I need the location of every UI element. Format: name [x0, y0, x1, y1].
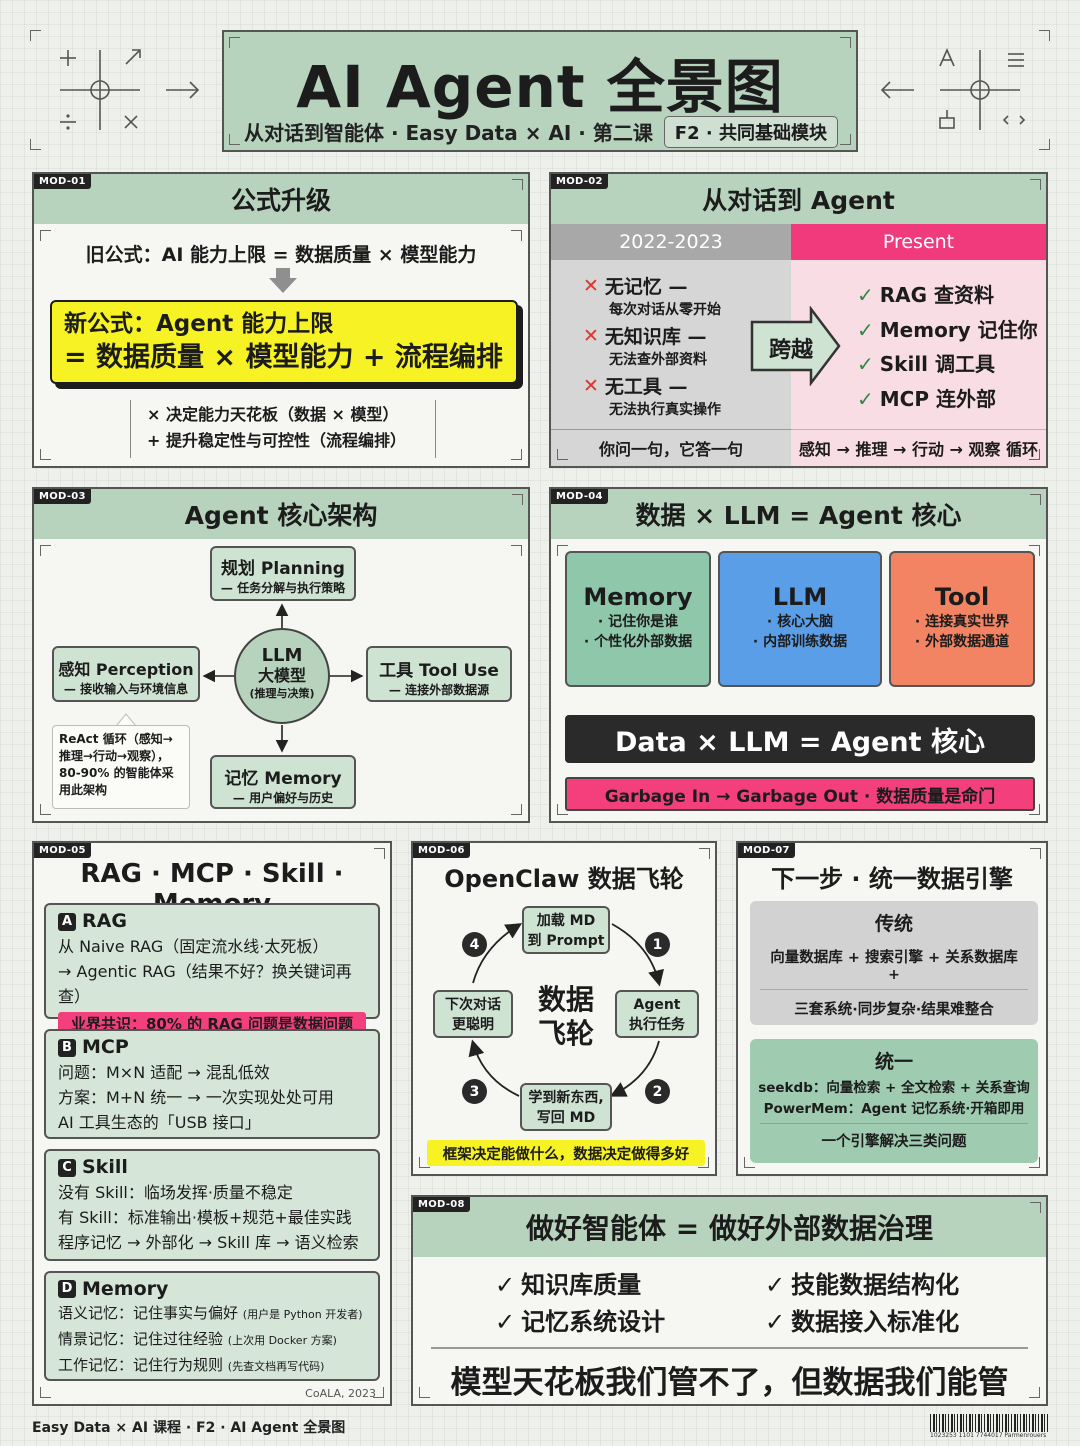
era-present-header: Present — [791, 224, 1046, 260]
mod07-panel: MOD-07 下一步 · 统一数据引擎 传统 向量数据库 + 搜索引擎 + 关系… — [736, 841, 1048, 1176]
barcode: 1023253 1101 7744017 Parmenrouers — [930, 1414, 1050, 1440]
mod06-title: OpenClaw 数据飞轮 — [444, 865, 684, 893]
memory-card: Memory · 记住你是谁 · 个性化外部数据 — [565, 551, 711, 687]
leap-label: 跨越 — [768, 338, 813, 363]
cross-icon: ✕ — [583, 324, 599, 347]
mod07-tag: MOD-07 — [738, 843, 795, 858]
step-number: 1 — [645, 932, 670, 957]
new-formula-line1: 新公式：Agent 能力上限 — [64, 311, 334, 337]
mod01-panel: 公式升级 MOD-01 旧公式：AI 能力上限 = 数据质量 × 模型能力 新公… — [32, 172, 530, 468]
traditional-box: 传统 向量数据库 + 搜索引擎 + 关系数据库 + 三套系统·同步复杂·结果难整… — [750, 901, 1038, 1025]
garbage-strip: Garbage In → Garbage Out · 数据质量是命门 — [565, 777, 1035, 811]
mod04-header: 数据 × LLM = Agent 核心 — [551, 489, 1046, 539]
check-icon: ✓ — [495, 1271, 516, 1299]
mod03-header: Agent 核心架构 — [34, 489, 528, 539]
check-icon: ✓ — [857, 352, 874, 376]
arrow-down-icon — [269, 268, 297, 293]
flywheel-note: 框架决定能做什么，数据决定做得多好 — [427, 1140, 705, 1166]
crosshair-icon — [60, 49, 200, 130]
mod06-tag: MOD-06 — [413, 843, 470, 858]
architecture-connectors — [202, 603, 364, 753]
past-item: ✕无工具 — 无法执行真实操作 — [583, 374, 721, 419]
past-item: ✕无知识库 — 无法查外部资料 — [583, 324, 707, 369]
step-number: 4 — [462, 932, 487, 957]
llm-card: LLM · 核心大脑 · 内部训练数据 — [718, 551, 882, 687]
mod02-panel: 从对话到 Agent MOD-02 2022-2023 ✕无记忆 — 每次对话从… — [549, 172, 1048, 468]
llm-core-node: LLM 大模型 (推理与决策) — [234, 628, 330, 724]
flywheel-center: 数据飞轮 — [537, 983, 594, 1050]
memory-node: 记忆 Memory — 用户偏好与历史 — [210, 755, 356, 809]
mod07-title: 下一步 · 统一数据引擎 — [771, 865, 1013, 893]
planning-node: 规划 Planning — 任务分解与执行策略 — [210, 546, 356, 601]
check-icon: ✓ — [857, 386, 874, 411]
check-icon: ✓ — [857, 283, 874, 307]
react-note: ReAct 循环（感知→推理→行动→观察），80-90% 的智能体采用此架构 — [52, 725, 190, 809]
page-subtitle: 从对话到智能体 · Easy Data × AI · 第二课 — [244, 121, 653, 145]
era-present-column: Present ✓RAG 查资料 ✓Memory 记住你 ✓Skill 调工具 … — [791, 224, 1046, 466]
footer-caption: Easy Data × AI 课程 · F2 · AI Agent 全景图 — [32, 1420, 346, 1436]
mod04-panel: 数据 × LLM = Agent 核心 MOD-04 Memory · 记住你是… — [549, 487, 1048, 823]
barcode-text: 1023253 1101 7744017 Parmenrouers — [930, 1432, 1047, 1439]
mod05-tag: MOD-05 — [34, 843, 91, 858]
check-icon: ✓ — [765, 1308, 786, 1336]
slogan: 模型天花板我们管不了，但数据我们能管 — [450, 1365, 1009, 1401]
old-formula: 旧公式：AI 能力上限 = 数据质量 × 模型能力 — [85, 244, 477, 266]
mod08-tag: MOD-08 — [413, 1197, 470, 1212]
step-number: 3 — [462, 1079, 487, 1104]
citation: CoALA, 2023 — [305, 1387, 376, 1400]
flywheel-writeback: 学到新东西,写回 MD — [520, 1083, 612, 1131]
mod02-header: 从对话到 Agent — [551, 174, 1046, 224]
unified-box: 统一 seekdb：向量检索 + 全文检索 + 关系查询 PowerMem：Ag… — [750, 1039, 1038, 1163]
mod01-header: 公式升级 — [34, 174, 528, 224]
step-number: 2 — [645, 1079, 670, 1104]
header-deco-left — [30, 30, 210, 150]
mod03-tag: MOD-03 — [34, 489, 91, 504]
module-badge: F2 · 共同基础模块 — [663, 116, 838, 148]
check-icon: ✓ — [765, 1271, 786, 1299]
core-banner: Data × LLM = Agent 核心 — [565, 715, 1035, 763]
mod08-header: 做好智能体 = 做好外部数据治理 — [413, 1197, 1046, 1257]
formula-notes: × 决定能力天花板（数据 × 模型） + 提升稳定性与可控性（流程编排） — [130, 400, 436, 458]
new-formula-box: 新公式：Agent 能力上限 = 数据质量 × 模型能力 + 流程编排 — [50, 300, 518, 384]
past-item: ✕无记忆 — 每次对话从零开始 — [583, 274, 721, 319]
check-icon: ✓ — [857, 317, 874, 342]
crosshair-icon — [880, 48, 1026, 130]
era-past-header: 2022-2023 — [551, 224, 791, 260]
tool-card: Tool · 连接真实世界 · 外部数据通道 — [889, 551, 1035, 687]
mod02-tag: MOD-02 — [551, 174, 608, 189]
mod01-tag: MOD-01 — [34, 174, 91, 189]
era-past-footer: 你问一句，它答一句 — [551, 429, 791, 465]
present-list: ✓RAG 查资料 ✓Memory 记住你 ✓Skill 调工具 ✓MCP 连外部 — [857, 278, 1038, 416]
formula-note-1: × 决定能力天花板（数据 × 模型） — [147, 405, 399, 424]
flywheel-smarter: 下次对话更聪明 — [433, 990, 513, 1038]
leap-arrow-icon — [750, 306, 841, 386]
mod08-panel: 做好智能体 = 做好外部数据治理 MOD-08 ✓知识库质量 ✓技能数据结构化 … — [411, 1195, 1048, 1406]
era-present-footer: 感知 → 推理 → 行动 → 观察 循环 — [791, 429, 1046, 465]
cross-icon: ✕ — [583, 274, 599, 297]
header-deco-right — [870, 30, 1050, 150]
new-formula-line2: = 数据质量 × 模型能力 + 流程编排 — [64, 342, 503, 373]
formula-note-2: + 提升稳定性与可控性（流程编排） — [147, 431, 406, 450]
title-banner: AI Agent 全景图 从对话到智能体 · Easy Data × AI · … — [222, 30, 858, 152]
check-icon: ✓ — [495, 1308, 516, 1336]
page-title: AI Agent 全景图 — [296, 53, 784, 121]
mod04-tag: MOD-04 — [551, 489, 608, 504]
mod03-panel: Agent 核心架构 MOD-03 规划 Planning — 任务分解与执行策… — [32, 487, 530, 823]
flywheel-loop — [468, 923, 664, 1097]
tool-node: 工具 Tool Use — 连接外部数据源 — [366, 646, 512, 702]
perception-node: 感知 Perception — 接收输入与环境信息 — [52, 646, 200, 702]
cross-icon: ✕ — [583, 374, 599, 397]
